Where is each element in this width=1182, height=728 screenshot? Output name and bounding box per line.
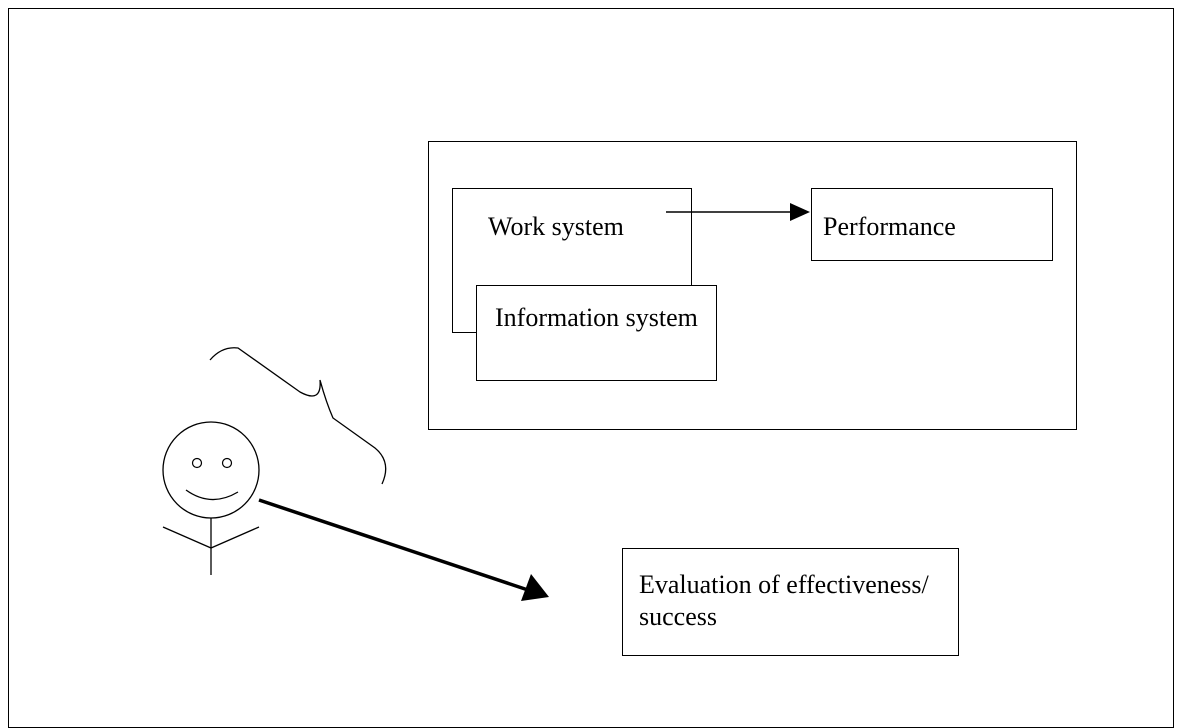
performance-box: Performance: [811, 188, 1053, 261]
system-boundary-box: [428, 141, 1077, 430]
information-system-box: Information system: [476, 285, 717, 381]
work-system-label: Work system: [488, 212, 624, 241]
performance-label: Performance: [823, 212, 956, 241]
work-to-performance-arrow: [666, 203, 810, 221]
diagram-overlay: [162, 203, 810, 601]
stick-figure-smiley-icon: [162, 421, 260, 575]
information-system-label: Information system: [495, 303, 698, 332]
person-to-evaluation-arrow: [258, 498, 549, 601]
evaluation-label: Evaluation of effectiveness/ success: [639, 570, 929, 631]
evaluation-box: Evaluation of effectiveness/ success: [622, 548, 959, 656]
curly-brace-icon: [209, 347, 387, 485]
